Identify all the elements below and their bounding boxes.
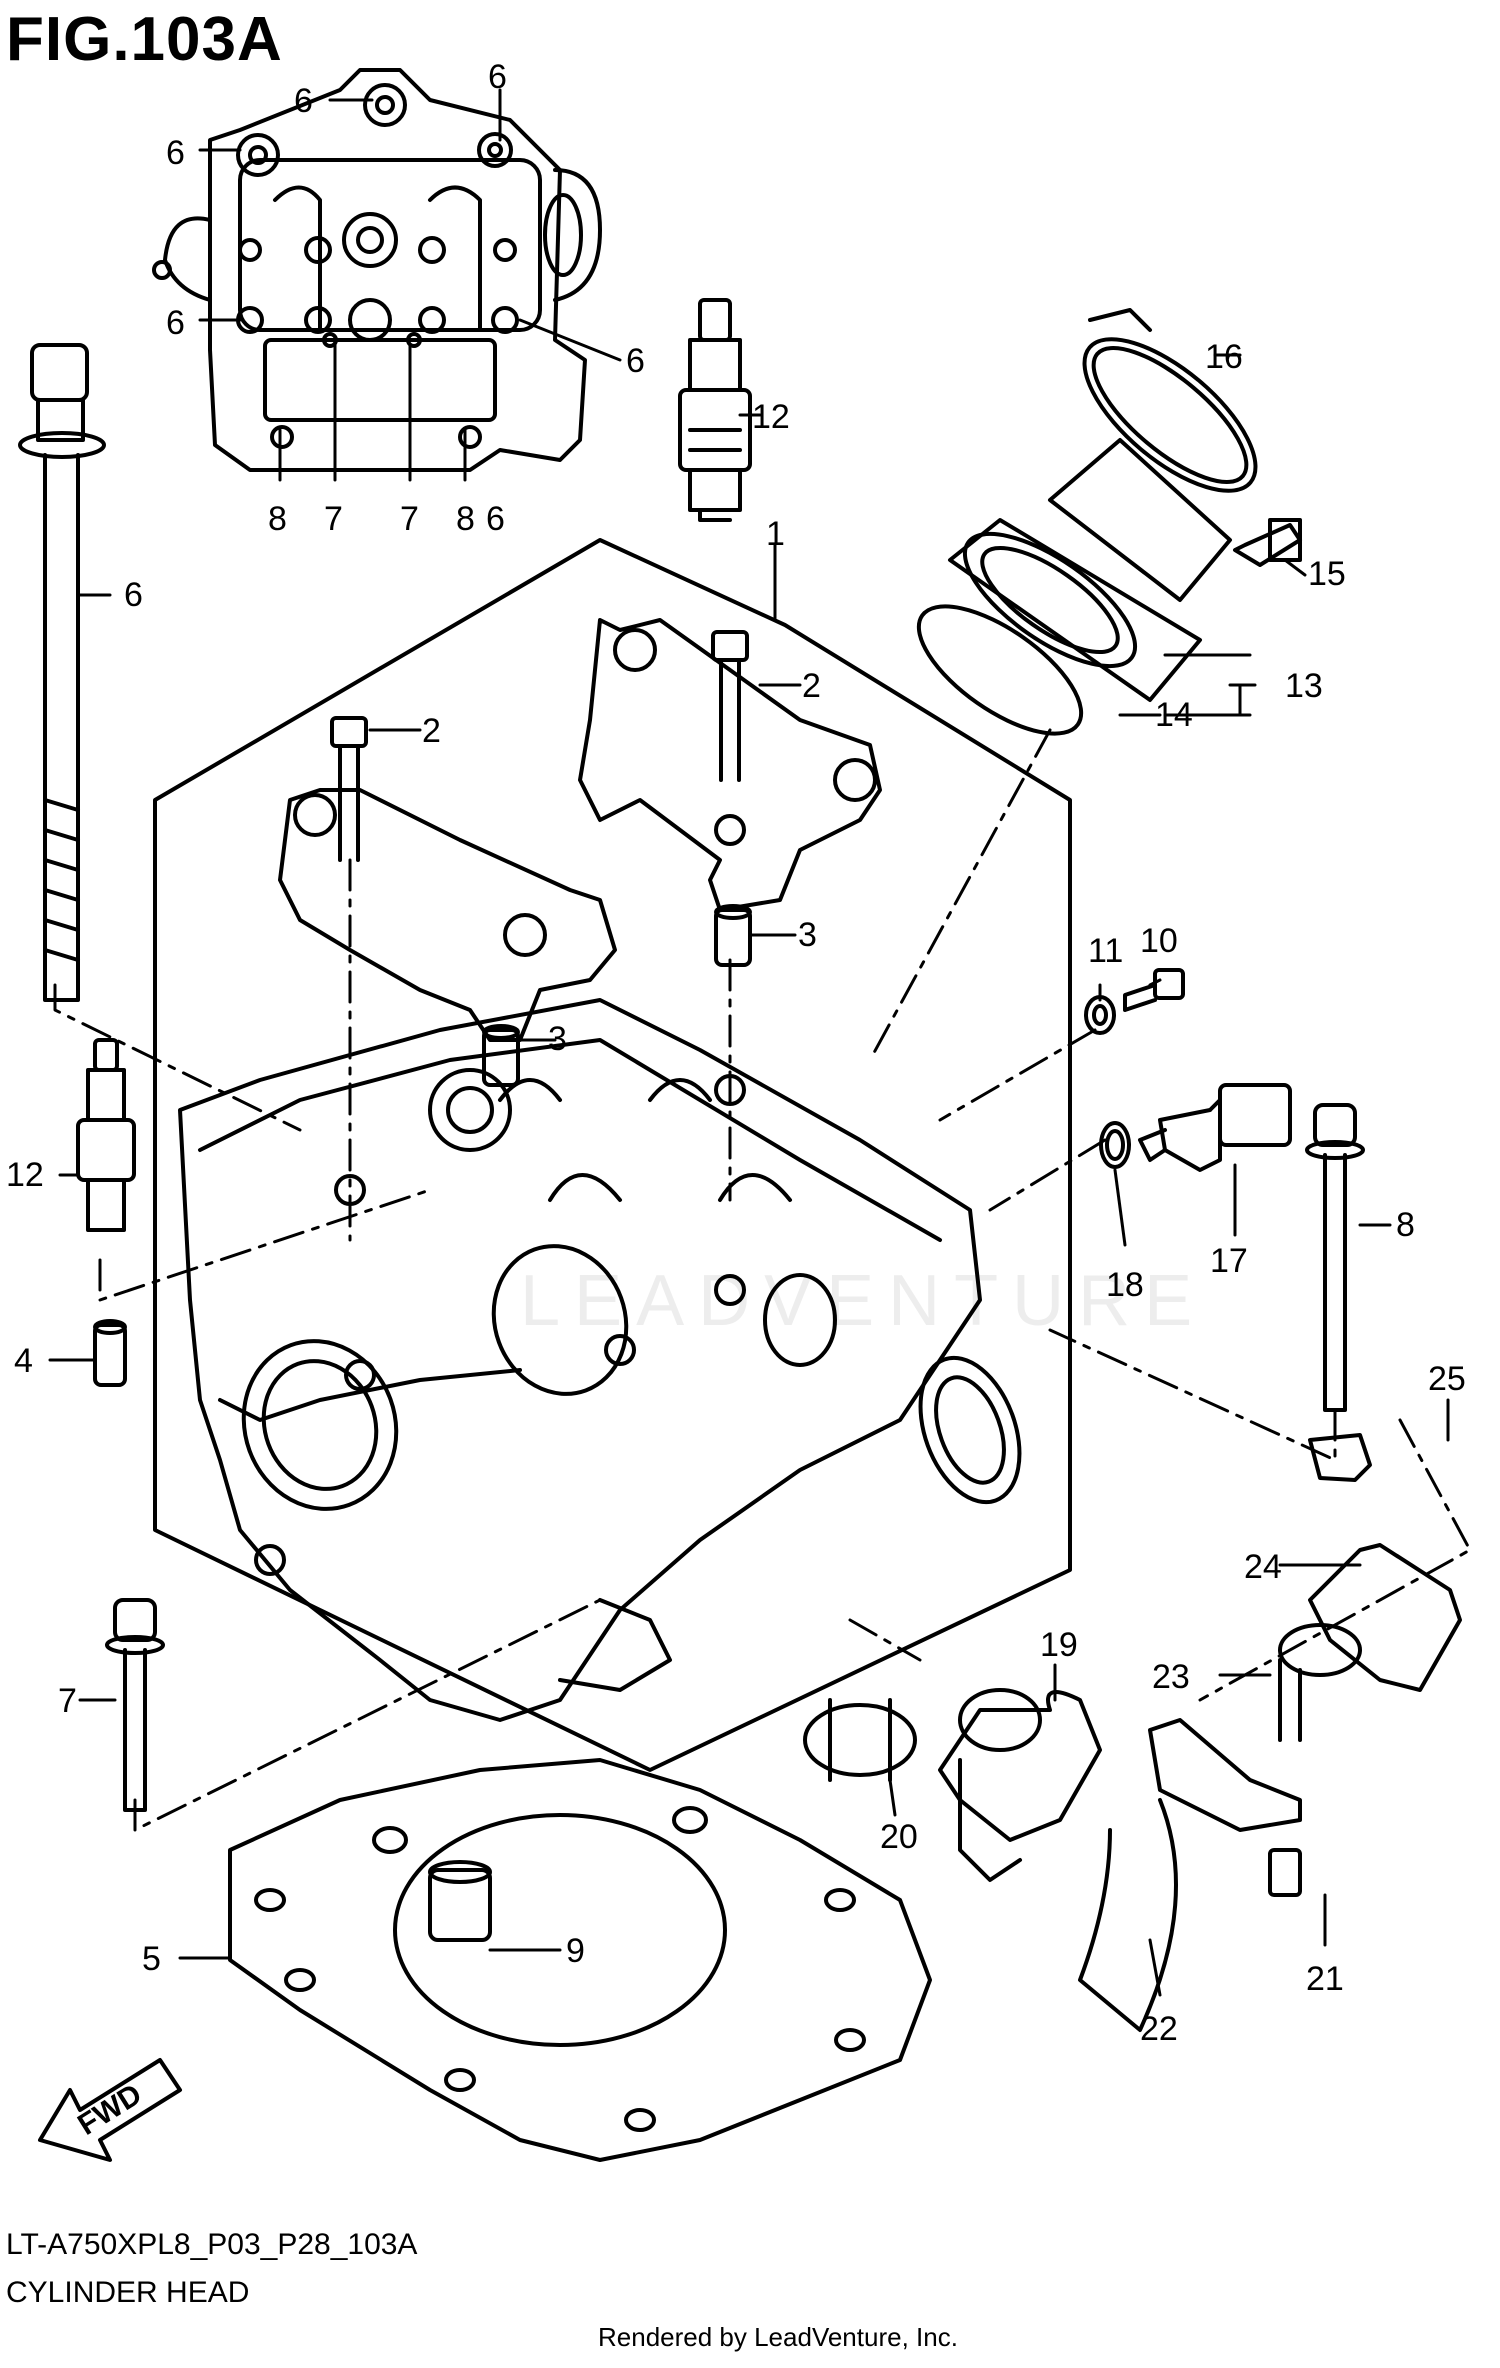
callout-label: 7 xyxy=(324,500,343,538)
callout-label: 23 xyxy=(1152,1658,1190,1696)
camshaft-holder-bolts xyxy=(330,630,749,862)
callout-label: 3 xyxy=(548,1020,567,1058)
callout-label: 12 xyxy=(6,1156,44,1194)
fwd-arrow xyxy=(38,2058,182,2162)
callout-labels: 6 6 6 6 6 6 12 8 7 7 8 16 15 1 2 13 14 2… xyxy=(6,58,1466,2142)
callout-label: 2 xyxy=(422,712,441,750)
callout-label: 6 xyxy=(486,500,505,538)
dowel-9 xyxy=(428,1860,492,1942)
callout-label: 19 xyxy=(1040,1626,1078,1664)
callout-label: 17 xyxy=(1210,1242,1248,1280)
cylinder-head-gasket xyxy=(228,1758,932,2162)
callout-label: 22 xyxy=(1140,2010,1178,2048)
spark-plug-left xyxy=(76,1038,136,1232)
camshaft-holder-intake xyxy=(578,618,882,912)
callout-label: 16 xyxy=(1205,338,1243,376)
callout-label: 6 xyxy=(488,58,507,96)
leader-lines xyxy=(48,88,1472,1997)
exploded-view-box xyxy=(153,538,1072,1772)
long-bolt-right xyxy=(1305,1103,1365,1412)
callout-label: 14 xyxy=(1155,696,1193,734)
callout-label: 6 xyxy=(124,576,143,614)
render-credit: Rendered by LeadVenture, Inc. xyxy=(598,2322,958,2352)
callout-label: 6 xyxy=(626,342,645,380)
dowel-pins xyxy=(93,904,752,1387)
callout-label: 6 xyxy=(166,134,185,172)
callout-label: 8 xyxy=(268,500,287,538)
callout-label: 24 xyxy=(1244,1548,1282,1586)
spark-plug-top xyxy=(678,298,752,522)
callout-label: 3 xyxy=(798,916,817,954)
watermark: LEADVENTURE xyxy=(520,1261,1207,1341)
callout-label: 6 xyxy=(294,82,313,120)
callout-label: 11 xyxy=(1088,932,1123,970)
head-cover-top-view xyxy=(152,68,602,472)
bolt-7-lower xyxy=(105,1598,165,1812)
cylinder-head-body xyxy=(178,998,1022,1722)
callout-label: 12 xyxy=(752,398,790,436)
callout-label: 8 xyxy=(1396,1206,1415,1244)
bolt-10-washer-11 xyxy=(1084,968,1185,1035)
figure-code: LT-A750XPL8_P03_P28_103A xyxy=(6,2228,418,2261)
callout-label: 13 xyxy=(1285,667,1323,705)
callout-label: 18 xyxy=(1106,1266,1144,1304)
callout-label: 6 xyxy=(166,304,185,342)
callout-label: 25 xyxy=(1428,1360,1466,1398)
figure-title: FIG.103A xyxy=(6,5,283,74)
callout-label: 15 xyxy=(1308,555,1346,593)
callout-label: 8 xyxy=(456,500,475,538)
callout-label: 21 xyxy=(1306,1960,1344,1998)
callout-label: 10 xyxy=(1140,922,1178,960)
callout-label: 1 xyxy=(766,515,785,553)
callout-label: 7 xyxy=(58,1682,77,1720)
figure-name: CYLINDER HEAD xyxy=(6,2276,250,2309)
callout-label: 9 xyxy=(566,1932,585,1970)
callout-label: 2 xyxy=(802,667,821,705)
callout-label: 7 xyxy=(400,500,419,538)
long-bolt-left xyxy=(18,343,106,1002)
callout-label: 5 xyxy=(142,1940,161,1978)
temperature-sensor xyxy=(1099,1083,1292,1172)
camshaft-holder-exhaust xyxy=(278,788,617,1042)
thermostat-assembly xyxy=(803,1433,1462,2032)
intake-pipe-assembly xyxy=(916,308,1302,736)
callout-label: 20 xyxy=(880,1818,918,1856)
callout-label: 4 xyxy=(14,1342,33,1380)
